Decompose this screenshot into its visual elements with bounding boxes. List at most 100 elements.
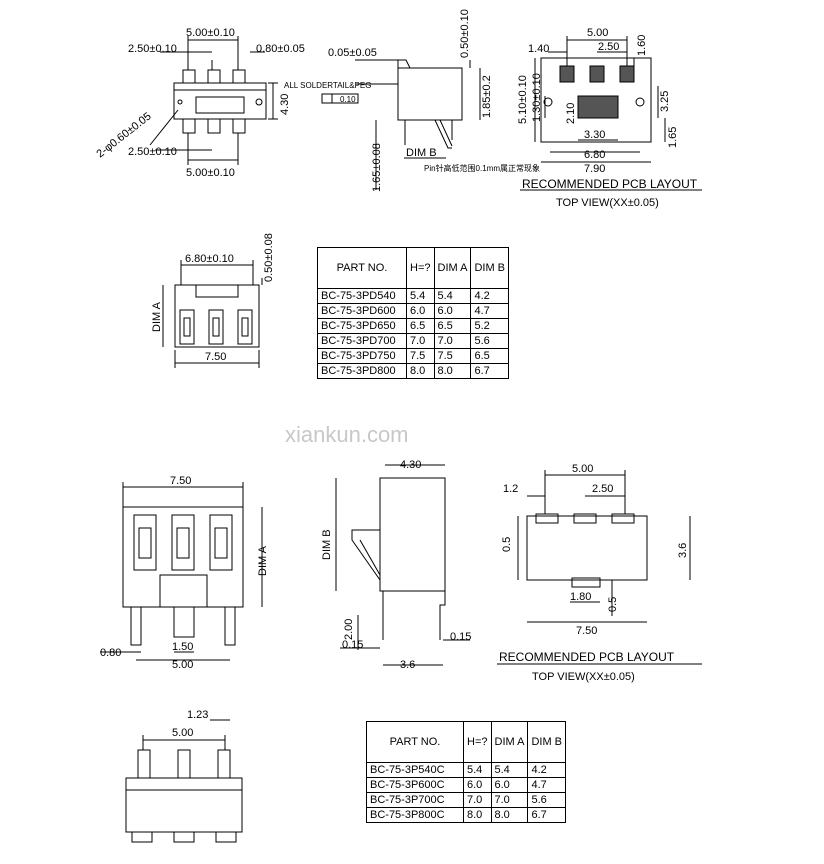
dim-label: 1.50: [172, 641, 193, 653]
solder-note: ALL SOLDERTAIL&PEG: [284, 81, 371, 90]
dim-label: 2.50: [598, 41, 619, 53]
dim-label: 0.5: [607, 597, 619, 612]
table-cell: 6.5: [406, 318, 435, 334]
top-profile-view: [321, 59, 481, 190]
dim-label: 2.50: [592, 483, 613, 495]
table-cell: 5.4: [406, 288, 435, 304]
pcb-hole-icon: [543, 97, 553, 107]
table-cell: BC-75-3PD540: [317, 288, 407, 304]
side-body-outline: [379, 477, 446, 592]
profile-body-outline: [397, 67, 463, 121]
dim-label: 1.80: [570, 591, 591, 603]
pcb-layout-title: RECOMMENDED PCB LAYOUT: [499, 650, 675, 664]
dim-label: 0.50±0.08: [263, 233, 275, 282]
dim-label: 5.10±0.10: [517, 75, 529, 124]
pcb-layout-title: RECOMMENDED PCB LAYOUT: [522, 177, 698, 191]
table-cell: BC-75-3PD700: [317, 333, 407, 349]
dim-label: 7.50: [205, 351, 226, 363]
dim-label: DIM B: [406, 147, 437, 159]
dim-label: DIM A: [257, 545, 269, 576]
pcb-outline: [526, 515, 648, 581]
dim-label: 5.00: [172, 659, 193, 671]
table-header-cell: DIM A: [433, 247, 472, 289]
pcb-hole-icon: [635, 97, 645, 107]
slider-slot: [208, 309, 224, 345]
pcb-layout-subtitle: TOP VIEW(XX±0.05): [532, 671, 635, 683]
dim-label: 6.80±0.10: [185, 253, 234, 265]
table-cell: 5.4: [433, 288, 472, 304]
table-cell: 5.4: [490, 762, 529, 778]
table-cell: BC-75-3PD650: [317, 318, 407, 334]
table-cell: 5.6: [527, 792, 567, 808]
dim-label: 3.25: [659, 91, 671, 112]
switch-window: [195, 96, 245, 114]
table-cell: 8.0: [433, 363, 472, 379]
table-header-cell: DIM B: [527, 721, 567, 763]
dim-label: 2.50±0.10: [128, 43, 177, 55]
dim-label: 5.00±0.10: [186, 167, 235, 179]
top-front-view: [162, 260, 263, 368]
table-cell: 6.0: [406, 303, 435, 319]
table-cell: 4.7: [527, 777, 567, 793]
table-cell: 5.6: [470, 333, 510, 349]
table-cell: BC-75-3P800C: [366, 807, 464, 823]
table-header-cell: DIM B: [470, 247, 510, 289]
table-cell: BC-75-3PD800: [317, 363, 407, 379]
slider-slot: [179, 309, 195, 345]
dim-label: 5.00: [172, 727, 193, 739]
table-header-cell: PART NO.: [317, 247, 407, 289]
dim-label: 0.05±0.05: [328, 47, 377, 59]
dim-label: 1.60: [636, 35, 648, 56]
table-cell: 7.0: [406, 333, 435, 349]
table-cell: BC-75-3P540C: [366, 762, 464, 778]
table-header-cell: PART NO.: [366, 721, 464, 763]
dim-label: 0.80: [100, 647, 121, 659]
pcb-center-pad: [577, 95, 619, 119]
pcb-layout-subtitle: TOP VIEW(XX±0.05): [556, 197, 659, 209]
dim-label: DIM B: [321, 529, 333, 560]
chinese-note: Pin针高低范围0.1mm属正常现象: [424, 163, 540, 173]
dim-label: 5.00±0.10: [186, 27, 235, 39]
dim-label: 1.65±0.08: [371, 143, 383, 192]
dim-label: 5.00: [572, 463, 593, 475]
bottom-front-view: [100, 482, 263, 661]
dim-label: 7.50: [576, 625, 597, 637]
table-cell: 8.0: [406, 363, 435, 379]
dim-label: 2.10: [565, 103, 577, 124]
table-cell: 4.2: [470, 288, 510, 304]
dim-label: 2.00: [343, 619, 355, 640]
table-cell: 6.7: [470, 363, 510, 379]
table-cell: 5.4: [463, 762, 492, 778]
dim-label: 6.80: [584, 149, 605, 161]
dim-label: 0.15: [342, 639, 363, 651]
table-cell: BC-75-3PD600: [317, 303, 407, 319]
table-cell: 6.0: [433, 303, 472, 319]
table-header-cell: DIM A: [490, 721, 529, 763]
dim-label: 3.30: [584, 129, 605, 141]
table-cell: 7.0: [490, 792, 529, 808]
table-cell: 5.2: [470, 318, 510, 334]
table-cell: 4.7: [470, 303, 510, 319]
table-cell: BC-75-3P700C: [366, 792, 464, 808]
dim-label: 3.6: [400, 659, 415, 671]
dim-label: 4.30: [400, 459, 421, 471]
table-header-row: PART NO. H=? DIM A DIM B: [317, 247, 510, 289]
table-cell: 6.0: [463, 777, 492, 793]
dim-label: 1.65: [667, 127, 679, 148]
dim-label: 1.23: [187, 709, 208, 721]
table-cell: BC-75-3P600C: [366, 777, 464, 793]
pcb-pad: [535, 513, 559, 524]
flatness-value: 0.10: [340, 95, 356, 104]
dim-label: 7.50: [170, 475, 191, 487]
slider-slot: [133, 514, 157, 571]
